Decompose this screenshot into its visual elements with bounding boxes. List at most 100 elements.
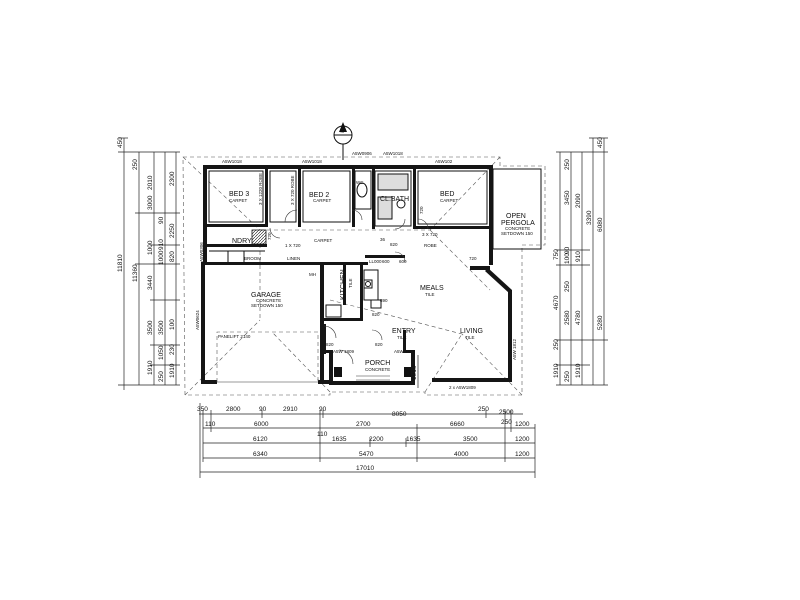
- north-label: N: [341, 129, 344, 134]
- room-labels: BED 3 CARPET BED 2 CARPET BED CARPET CL.…: [218, 180, 535, 372]
- external-walls: [201, 165, 512, 385]
- note-robe-bed3: 3 X 1220 ROBE: [258, 173, 263, 205]
- room-meals-floor: TILE: [425, 292, 435, 297]
- dim-bottom-r1-7: 2500: [499, 409, 514, 416]
- room-kitchen: KITCHEN: [340, 269, 347, 300]
- dim-porch: 1910: [411, 365, 418, 380]
- dim-bottom-r2-4: 250: [501, 419, 512, 426]
- dim-right-top: 450: [597, 137, 604, 148]
- room-garage: GARAGE: [251, 292, 281, 299]
- room-linen: LINEN: [287, 256, 300, 261]
- dim-right-b14: 250: [553, 339, 560, 350]
- room-bed3: BED 3: [229, 191, 249, 198]
- porch-steps: [356, 375, 390, 381]
- room-bed1: BED: [440, 191, 454, 198]
- dim-bottom-r2-5: 1200: [515, 421, 530, 428]
- dim-left-a18: 1910: [169, 363, 176, 378]
- room-laundry: NDRY: [232, 238, 252, 245]
- dim-left-top: 450: [117, 137, 124, 148]
- room-garage-floor-1: CONCRETE: [256, 298, 281, 303]
- laundry-fixture: [251, 229, 267, 245]
- dim-right-b9: 4670: [553, 295, 560, 310]
- note-720-b: 720: [267, 232, 272, 240]
- room-bed3-floor: CARPET: [229, 198, 248, 203]
- dim-left-a16: 230: [169, 344, 176, 355]
- dim-left-overall: 11360: [132, 264, 139, 282]
- dim-right-b13: 5280: [597, 315, 604, 330]
- room-bed1-floor: CARPET: [440, 198, 459, 203]
- note-600-b: 600: [382, 259, 390, 264]
- note-hall-720: 1 X 720: [285, 243, 301, 248]
- window-label-bed2: A5W1018: [302, 159, 322, 164]
- dim-bottom-r1-6: 250: [478, 406, 489, 413]
- window-label-bath: A5W1018: [383, 151, 403, 156]
- dim-left-a19: 250: [132, 159, 139, 170]
- dim-right-b16: 1910: [575, 363, 582, 378]
- window-label-bed3: A5W1018: [222, 159, 242, 164]
- note-robe-bed2: 3 X 720 ROBE: [290, 175, 295, 205]
- room-robe: ROBE: [424, 243, 437, 248]
- dim-right-b7: 910: [575, 251, 582, 262]
- window-label-garage-side: A5W0624: [195, 310, 200, 330]
- internal-walls: [205, 169, 492, 354]
- room-living: LIVING: [460, 328, 483, 335]
- room-meals: MEALS: [420, 285, 444, 292]
- porch-block-right: [404, 367, 411, 377]
- dim-left-a15: 1910: [147, 360, 154, 375]
- dim-bottom-r2-2: 2700: [356, 421, 371, 428]
- room-porch-floor: CONCRETE: [365, 367, 390, 372]
- room-broom: BROOM: [244, 256, 261, 261]
- note-720-a: 720: [469, 256, 477, 261]
- dim-bottom-r1-4: 90: [319, 406, 327, 413]
- plan-notes: 3 X 1220 ROBE 3 X 720 ROBE 1 X 720 3 X 7…: [258, 173, 477, 347]
- note-890: 890: [380, 298, 388, 303]
- note-600-a: 600: [399, 259, 407, 264]
- dim-bottom-r3-1: 110: [317, 431, 328, 438]
- dim-bottom-r4-1: 5470: [359, 451, 374, 458]
- room-bath: CL.BATH: [380, 196, 409, 203]
- dim-bottom-r3-6: 1200: [515, 436, 530, 443]
- note-720-c: 720: [419, 206, 424, 214]
- pergola-label-4: SETDOWN 150: [501, 231, 533, 236]
- dim-right-b3: 250: [564, 159, 571, 170]
- dim-right-b2: 2090: [575, 193, 582, 208]
- room-hall-floor: CARPET: [314, 238, 333, 243]
- note-820-a: 820: [390, 242, 398, 247]
- bottom-dimension-text: 350 2800 90 2910 90 8050 250 2500 110 60…: [197, 406, 530, 472]
- dim-left-a14: 1050: [158, 345, 165, 360]
- pergola-label-1: OPEN: [506, 213, 526, 220]
- dim-right-b5: 750: [553, 249, 560, 260]
- note-ll000: LL000: [369, 259, 382, 264]
- room-details: [208, 170, 488, 318]
- left-dimension-text: 450 11810 11360 3000 2010 2300 1000 90 2…: [117, 137, 176, 382]
- dim-bottom-total: 17010: [356, 465, 374, 472]
- dim-right-b8: 100: [564, 253, 571, 264]
- window-label-top-mid: A5W0906: [352, 151, 372, 156]
- note-bed1-720: 3 X 720: [422, 232, 438, 237]
- pergola-label-2: PERGOLA: [501, 220, 535, 227]
- note-36: 36: [380, 237, 386, 242]
- dim-bottom-r3-0: 6120: [253, 436, 268, 443]
- dim-bottom-r2-1: 6000: [254, 421, 269, 428]
- room-bed2-floor: CARPET: [313, 198, 332, 203]
- dim-left-a11: 3500: [147, 320, 154, 335]
- room-bed2: BED 2: [309, 192, 329, 199]
- dim-bottom-r4-3: 1200: [515, 451, 530, 458]
- door-swings: [255, 209, 429, 365]
- dim-left-a13: 100: [169, 319, 176, 330]
- window-label-bed1: A5W102: [435, 159, 453, 164]
- dim-right-b12: 4780: [575, 310, 582, 325]
- dim-bottom-r1-3: 2910: [283, 406, 298, 413]
- dim-right-b4: 3390: [586, 210, 593, 225]
- dim-bottom-r3-4: 1635: [406, 436, 421, 443]
- dim-bottom-r1-1: 2800: [226, 406, 241, 413]
- garage-door-label: PANELIFT 2140: [218, 334, 251, 339]
- room-living-floor: TILE: [465, 335, 475, 340]
- room-kitchen-floor: TILE: [348, 278, 353, 288]
- dim-right-total: 6080: [597, 217, 604, 232]
- pergola-outline: [492, 168, 542, 250]
- dim-right-b15: 1910: [553, 363, 560, 378]
- right-dimension-lines: [556, 137, 608, 386]
- dim-left-a5: 90: [158, 216, 165, 224]
